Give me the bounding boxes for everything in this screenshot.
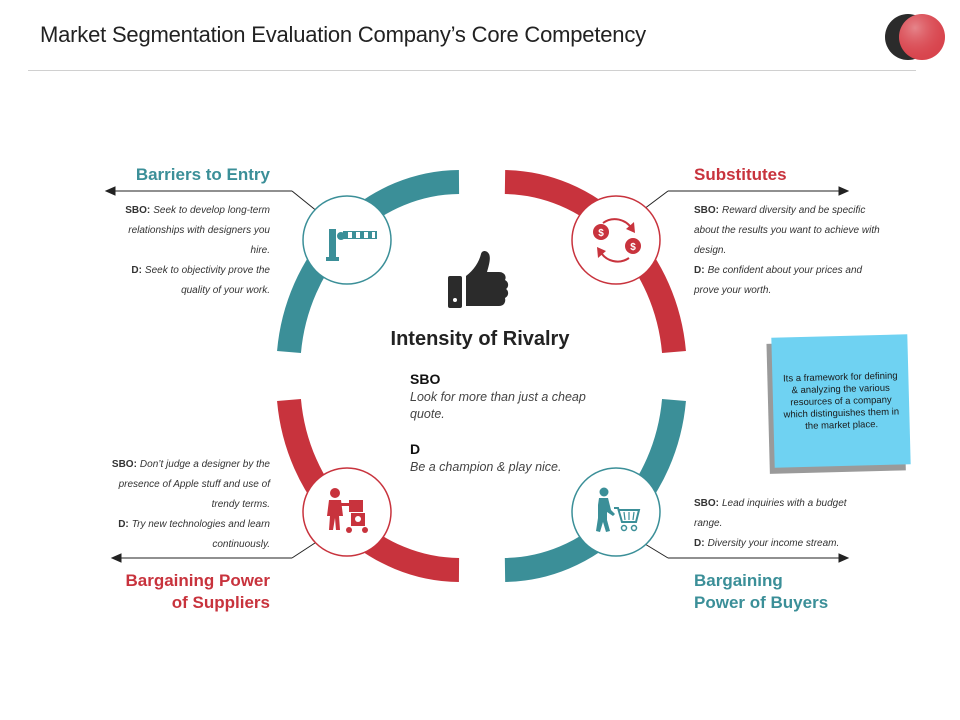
buyers-d-label: D:	[694, 538, 705, 549]
barriers-sbo-label: SBO:	[125, 205, 151, 216]
center-sbo-heading: SBO	[410, 371, 441, 387]
buyers-icon-circle	[571, 467, 661, 557]
barrier-gate-icon	[326, 229, 377, 261]
suppliers-title: Bargaining Power of Suppliers	[90, 570, 270, 614]
center-title: Intensity of Rivalry	[390, 328, 570, 350]
buyers-title-line1: Bargaining	[694, 571, 783, 590]
buyers-sbo-label: SBO:	[694, 498, 719, 509]
substitutes-d-label: D:	[694, 265, 705, 276]
supplier-delivery-icon	[327, 488, 368, 533]
barriers-icon-circle	[302, 195, 392, 285]
sticky-note-text: Its a framework for defining & analyzing…	[782, 370, 900, 432]
brand-logo	[885, 14, 945, 60]
center-sbo-text: Look for more than just a cheap quote.	[410, 390, 586, 421]
thumbs-up-icon	[448, 251, 509, 308]
buyers-sbo-text: Lead inquiries with a budget range.	[694, 498, 847, 529]
title-divider	[28, 70, 916, 71]
substitutes-sbo-text: Reward diversity and be specific about t…	[694, 205, 880, 256]
connector-suppliers	[110, 540, 319, 563]
currency-exchange-icon: $ $	[593, 218, 641, 263]
suppliers-title-line1: Bargaining Power	[125, 571, 270, 590]
buyers-text: SBO:Lead inquiries with a budget range. …	[694, 494, 874, 554]
suppliers-title-line2: of Suppliers	[171, 593, 270, 612]
svg-text:$: $	[630, 242, 636, 253]
barriers-title: Barriers to Entry	[135, 165, 270, 184]
barriers-d-label: D:	[131, 265, 142, 276]
connector-barriers	[104, 186, 319, 213]
suppliers-d-text: Try new technologies and learn continuou…	[131, 519, 270, 550]
substitutes-sbo-label: SBO:	[694, 205, 719, 216]
barriers-sbo-text: Seek to develop long-term relationships …	[128, 205, 270, 256]
barriers-text: SBO:Seek to develop long-term relationsh…	[110, 201, 270, 301]
page-title: Market Segmentation Evaluation Company’s…	[40, 22, 646, 47]
center-d-text: Be a champion & play nice.	[410, 460, 562, 474]
buyers-title: Bargaining Power of Buyers	[694, 570, 874, 614]
buyers-title-line2: Power of Buyers	[694, 593, 829, 612]
barriers-d-text: Seek to objectivity prove the quality of…	[144, 265, 270, 296]
substitutes-icon-circle	[571, 195, 661, 285]
svg-text:$: $	[598, 228, 604, 239]
substitutes-title: Substitutes	[694, 165, 787, 184]
substitutes-d-text: Be confident about your prices and prove…	[694, 265, 863, 296]
shopping-cart-icon	[596, 487, 641, 532]
suppliers-d-label: D:	[118, 519, 129, 530]
suppliers-icon-circle	[302, 467, 392, 557]
suppliers-sbo-label: SBO:	[111, 459, 137, 470]
suppliers-text: SBO:Don’t judge a designer by the presen…	[110, 455, 270, 555]
sticky-note: Its a framework for defining & analyzing…	[771, 334, 911, 468]
center-d-heading: D	[410, 441, 421, 457]
substitutes-text: SBO:Reward diversity and be specific abo…	[694, 201, 880, 301]
suppliers-sbo-text: Don’t judge a designer by the presence o…	[118, 459, 270, 510]
buyers-d-text: Diversity your income stream.	[707, 538, 840, 549]
